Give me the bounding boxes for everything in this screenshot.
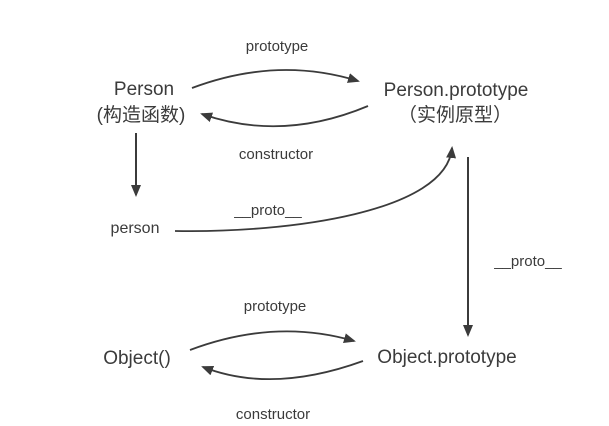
person-prototype-arrow [191,69,360,89]
instance-proto-label: __proto__ [234,202,302,219]
person-constructor-subtitle: (构造函数) [96,105,186,126]
person-constructor-title: Person [113,79,175,100]
person-prototype-title: Person.prototype [383,80,529,101]
top-prototype-label: prototype [245,38,309,55]
object-prototype-label: Object.prototype [377,347,517,368]
bottom-prototype-label: prototype [243,298,307,315]
person-constructor-arrow [200,105,369,128]
object-prototype-arrow [189,330,356,351]
instance-proto-arrow [174,146,457,233]
person-instance-label: person [110,220,160,237]
right-proto-label: __proto__ [494,253,562,270]
object-function-label: Object() [103,348,171,369]
person-prototype-subtitle: （实例原型） [397,105,513,126]
object-constructor-arrow [201,360,364,381]
top-constructor-label: constructor [238,146,314,163]
bottom-constructor-label: constructor [235,406,311,423]
